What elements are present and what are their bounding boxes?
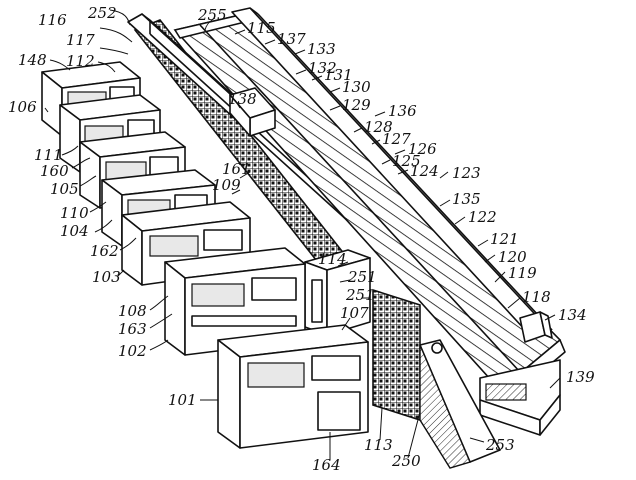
front-mesh-screen	[372, 288, 421, 422]
leader-lines	[44, 9, 561, 460]
label-123: 123	[452, 164, 481, 182]
label-113: 113	[364, 436, 393, 454]
label-250: 250	[391, 452, 421, 470]
label-130: 130	[342, 78, 371, 96]
label-116: 116	[38, 11, 67, 29]
label-105: 105	[50, 180, 79, 198]
label-133: 133	[307, 40, 336, 58]
label-252: 252	[87, 4, 117, 22]
label-127: 127	[382, 130, 411, 148]
label-118: 118	[522, 288, 551, 306]
label-106: 106	[8, 98, 37, 116]
label-132: 132	[308, 59, 337, 77]
label-101: 101	[168, 391, 197, 409]
label-164: 164	[312, 456, 341, 474]
carrier-block	[229, 87, 276, 137]
label-139: 139	[566, 368, 595, 386]
label-251-upper: 251	[347, 268, 377, 286]
label-121: 121	[490, 230, 519, 248]
label-148: 148	[18, 51, 47, 69]
label-138: 138	[228, 90, 257, 108]
label-102: 102	[118, 342, 147, 360]
label-120: 120	[498, 248, 527, 266]
triangular-stand	[419, 339, 501, 469]
label-111: 111	[34, 146, 63, 164]
end-support-base	[479, 359, 561, 436]
label-251-lower: 251	[345, 286, 375, 304]
label-114: 114	[318, 250, 347, 268]
label-135: 135	[452, 190, 481, 208]
label-129: 129	[342, 96, 371, 114]
label-160: 160	[40, 162, 69, 180]
label-137: 137	[277, 30, 306, 48]
label-163: 163	[118, 320, 147, 338]
label-126: 126	[408, 140, 437, 158]
machine-unit-101	[217, 324, 369, 449]
label-134: 134	[558, 306, 587, 324]
label-108: 108	[118, 302, 147, 320]
label-162: 162	[90, 242, 119, 260]
label-136: 136	[388, 102, 417, 120]
end-block	[519, 311, 553, 343]
label-119: 119	[508, 264, 537, 282]
label-131: 131	[324, 66, 353, 84]
label-255: 255	[197, 6, 227, 24]
machine-unit-102	[164, 247, 306, 356]
label-122: 122	[468, 208, 497, 226]
label-103: 103	[92, 268, 121, 286]
label-109: 109	[212, 176, 241, 194]
label-117: 117	[66, 31, 95, 49]
label-115: 115	[247, 19, 276, 37]
label-104: 104	[60, 222, 89, 240]
gate-frame	[304, 249, 371, 336]
label-107: 107	[340, 304, 369, 322]
reference-labels: 252 116 117 148 112 106 111 160 105 110 …	[8, 4, 595, 474]
label-112: 112	[66, 52, 95, 70]
label-110: 110	[60, 204, 89, 222]
label-125: 125	[392, 152, 421, 170]
label-124: 124	[410, 162, 439, 180]
label-253: 253	[485, 436, 515, 454]
label-161: 161	[222, 160, 251, 178]
label-128: 128	[364, 118, 393, 136]
